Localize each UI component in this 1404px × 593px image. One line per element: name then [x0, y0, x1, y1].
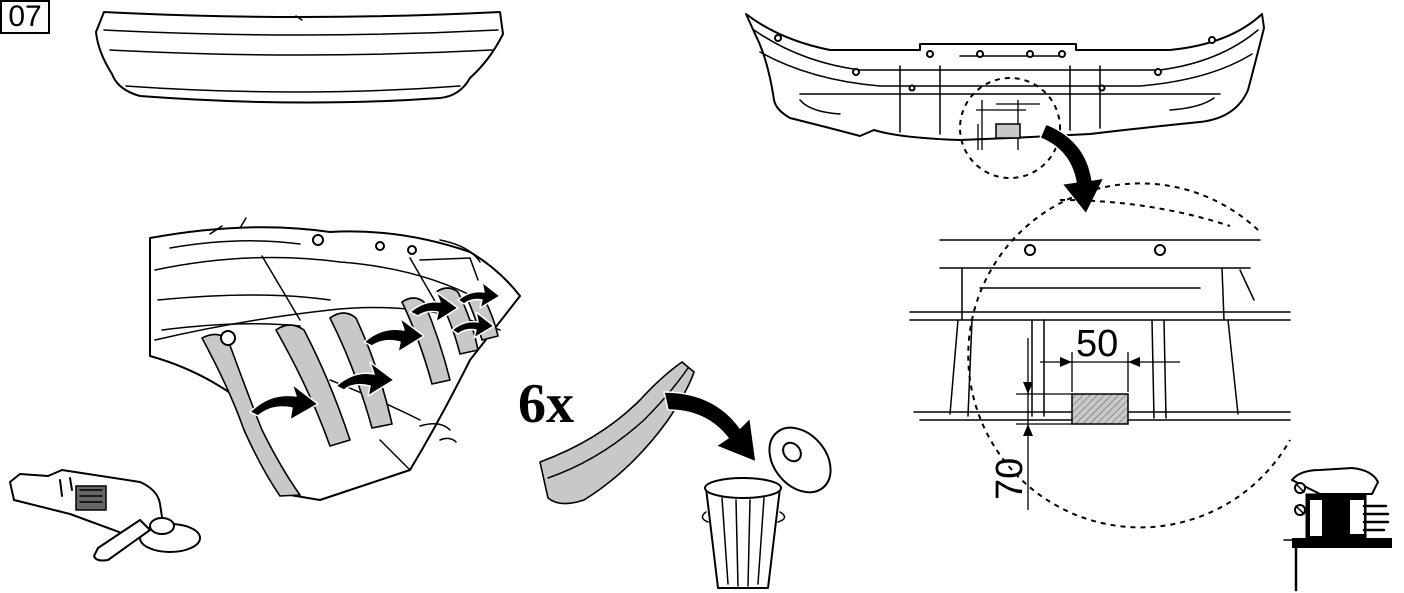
trash-bin-icon [701, 426, 832, 589]
waste-count-label: 6x [518, 373, 574, 435]
jigsaw-icon [1283, 467, 1392, 592]
dimension-width: 50 [1076, 323, 1118, 365]
waste-disposal: 6x [518, 361, 832, 589]
dimension-height: 70 [989, 458, 1031, 500]
bumper-rear-view [745, 13, 1265, 179]
bumper-front-view [95, 11, 504, 104]
step-number: 07 [0, 0, 50, 34]
detail-circle-small [959, 77, 1061, 179]
detail-circle-large [967, 182, 1291, 529]
detail-magnified-view: 50 70 [909, 182, 1291, 529]
angle-grinder-icon [9, 469, 201, 562]
bumper-interior-view [149, 217, 521, 501]
